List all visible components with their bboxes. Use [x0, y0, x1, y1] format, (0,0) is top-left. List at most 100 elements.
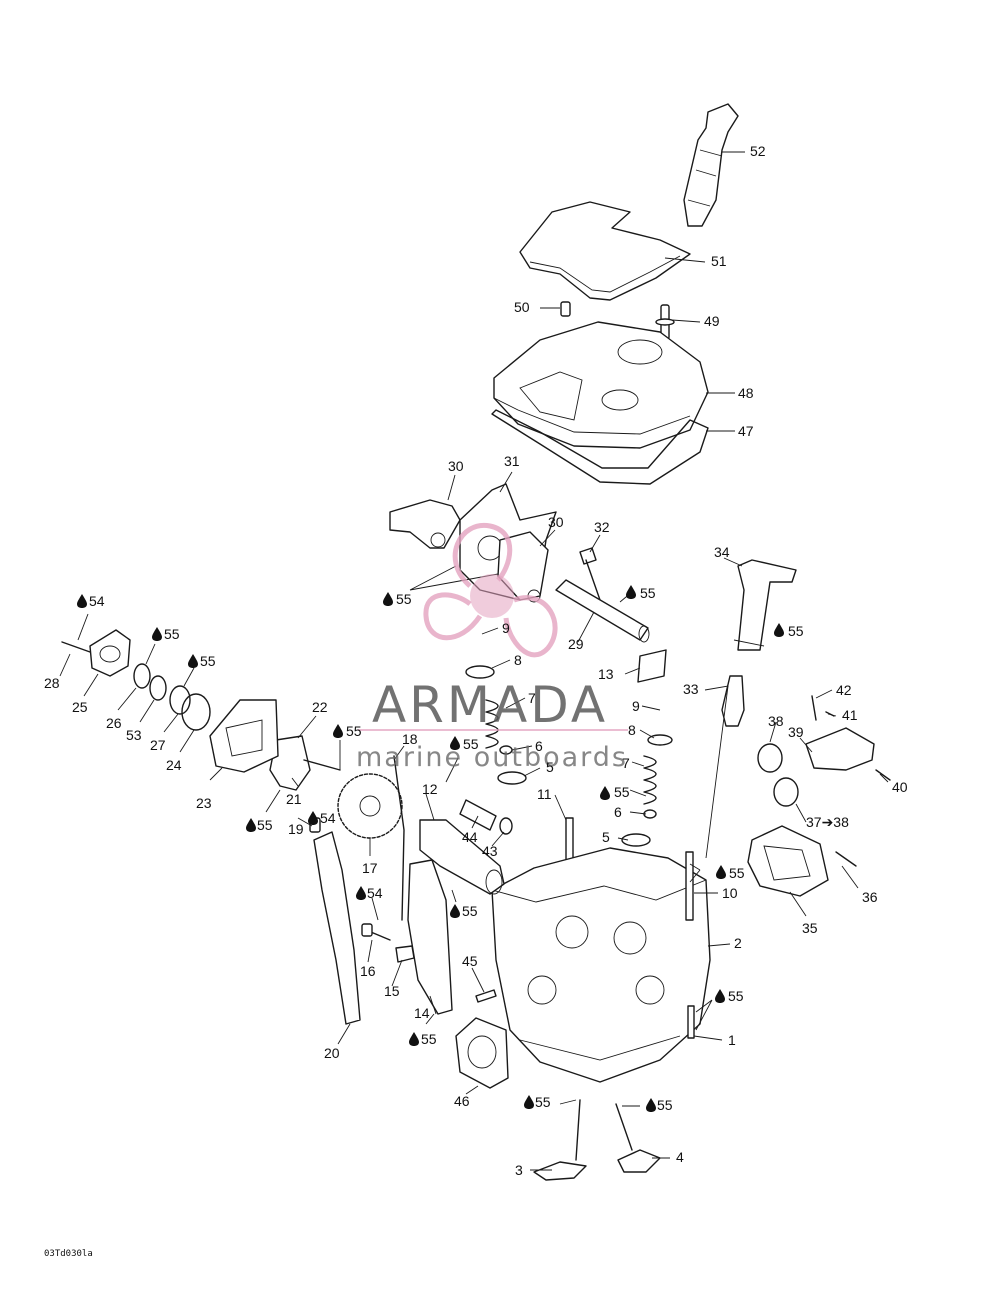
oil-drop-icon — [308, 811, 318, 825]
callout-label: 19 — [288, 821, 304, 837]
oil-drop-icon — [333, 724, 343, 738]
part-chain-guide-rear — [313, 831, 361, 1025]
callout-label: 22 — [312, 699, 328, 715]
oil-drop-icon — [646, 1098, 656, 1112]
part-bolt-32 — [579, 547, 601, 601]
callout-label: 6 — [614, 804, 622, 820]
callout-label: 13 — [598, 666, 614, 682]
oil-drop-icon — [450, 904, 460, 918]
callout-label: 18 — [402, 731, 418, 747]
callout-label: 55 — [728, 988, 744, 1004]
callout-label: 16 — [360, 963, 376, 979]
oil-drop-icon — [152, 627, 162, 641]
callout-label: 5 — [602, 829, 610, 845]
callout-label: 9 — [632, 698, 640, 714]
oil-drop-icon — [356, 886, 366, 900]
callout-label: 42 — [836, 682, 852, 698]
callout-label: 10 — [722, 885, 738, 901]
callout-label: 37➔38 — [806, 814, 849, 830]
callout-label: 51 — [711, 253, 727, 269]
part-bolt-42 — [811, 695, 817, 721]
callout-label: 55 — [396, 591, 412, 607]
callout-label: 17 — [362, 860, 378, 876]
part-cover-gasket — [491, 409, 709, 485]
callout-label: 36 — [862, 889, 878, 905]
part-spark-plug-tube — [733, 559, 797, 651]
part-gasket-24 — [181, 693, 211, 731]
callout-label: 7 — [528, 690, 536, 706]
callout-label: 12 — [422, 781, 438, 797]
callout-label: 50 — [514, 299, 530, 315]
callout-label: 49 — [704, 313, 720, 329]
part-sensor-44 — [459, 799, 497, 831]
part-valve-cover — [493, 321, 709, 449]
part-dowel-45 — [475, 989, 497, 1003]
callout-label: 32 — [594, 519, 610, 535]
watermark-tagline: marine outboards — [356, 742, 628, 773]
callout-label: 31 — [504, 453, 520, 469]
callout-label: 7 — [622, 755, 630, 771]
callout-label: 26 — [106, 715, 122, 731]
callout-label: 55 — [200, 653, 216, 669]
oil-drop-icon — [450, 736, 460, 750]
part-chain-tensioner-guide — [407, 859, 453, 1015]
callout-label: 6 — [535, 738, 543, 754]
oil-drop-icon — [716, 865, 726, 879]
part-oring-53 — [149, 675, 167, 701]
part-bearing-27 — [169, 685, 191, 715]
part-valve-cover-trim — [519, 201, 691, 301]
callout-label: 5 — [546, 759, 554, 775]
callout-label: 55 — [614, 784, 630, 800]
oil-drop-icon — [188, 654, 198, 668]
callout-label: 11 — [537, 786, 552, 802]
callout-label: 54 — [367, 885, 383, 901]
callout-label: 43 — [482, 843, 498, 859]
callout-label: 55 — [729, 865, 745, 881]
callout-label: 55 — [346, 723, 362, 739]
callout-label: 30 — [548, 514, 564, 530]
part-housing-25 — [89, 629, 131, 677]
callout-label: 41 — [842, 707, 858, 723]
part-valve-exhaust — [533, 1099, 587, 1181]
callout-label: 9 — [502, 620, 510, 636]
callout-label: 55 — [257, 817, 273, 833]
part-ignition-coil — [683, 103, 739, 227]
part-sleeve-15 — [395, 945, 415, 963]
watermark: ARMADA marine outboards — [356, 522, 628, 773]
callout-label: 30 — [448, 458, 464, 474]
callout-label: 46 — [454, 1093, 470, 1109]
armada-logo-icon — [423, 522, 558, 658]
callout-label: 44 — [462, 829, 478, 845]
callout-label: 8 — [514, 652, 522, 668]
callout-label: 55 — [788, 623, 804, 639]
callout-label: 1 — [728, 1032, 736, 1048]
part-stud-10 — [685, 851, 694, 921]
part-bolt-36 — [835, 851, 857, 867]
callout-label: 34 — [714, 544, 730, 560]
callout-label: 47 — [738, 423, 754, 439]
part-valve-spring-upper — [485, 699, 499, 749]
oil-drop-icon — [246, 818, 256, 832]
part-cam-sprocket — [337, 773, 403, 839]
callout-labels: 52 51 50 49 48 47 31 30 30 32 34 55 55 5… — [44, 143, 908, 1178]
part-valve-spring-lower — [643, 755, 657, 805]
oil-drop-icon — [774, 623, 784, 637]
part-stud-49 — [655, 304, 675, 340]
callout-label: 28 — [44, 675, 60, 691]
part-rocker-shaft — [555, 579, 650, 643]
part-rocker-arm-left — [389, 499, 461, 549]
part-cam-position-bracket — [269, 735, 341, 791]
part-washer-lower — [621, 833, 651, 847]
drawing-code: 03Td030la — [44, 1249, 93, 1259]
part-cover-23 — [209, 699, 279, 773]
oil-drop-icon — [524, 1095, 534, 1109]
callout-label: 55 — [164, 626, 180, 642]
part-dowel-1 — [687, 1005, 695, 1039]
callout-label: 29 — [568, 636, 584, 652]
callout-label: 3 — [515, 1162, 523, 1178]
callout-label: 23 — [196, 795, 212, 811]
part-housing-39 — [805, 727, 875, 771]
callout-label: 27 — [150, 737, 166, 753]
part-clip-13 — [637, 649, 667, 683]
callout-label: 21 — [286, 791, 302, 807]
